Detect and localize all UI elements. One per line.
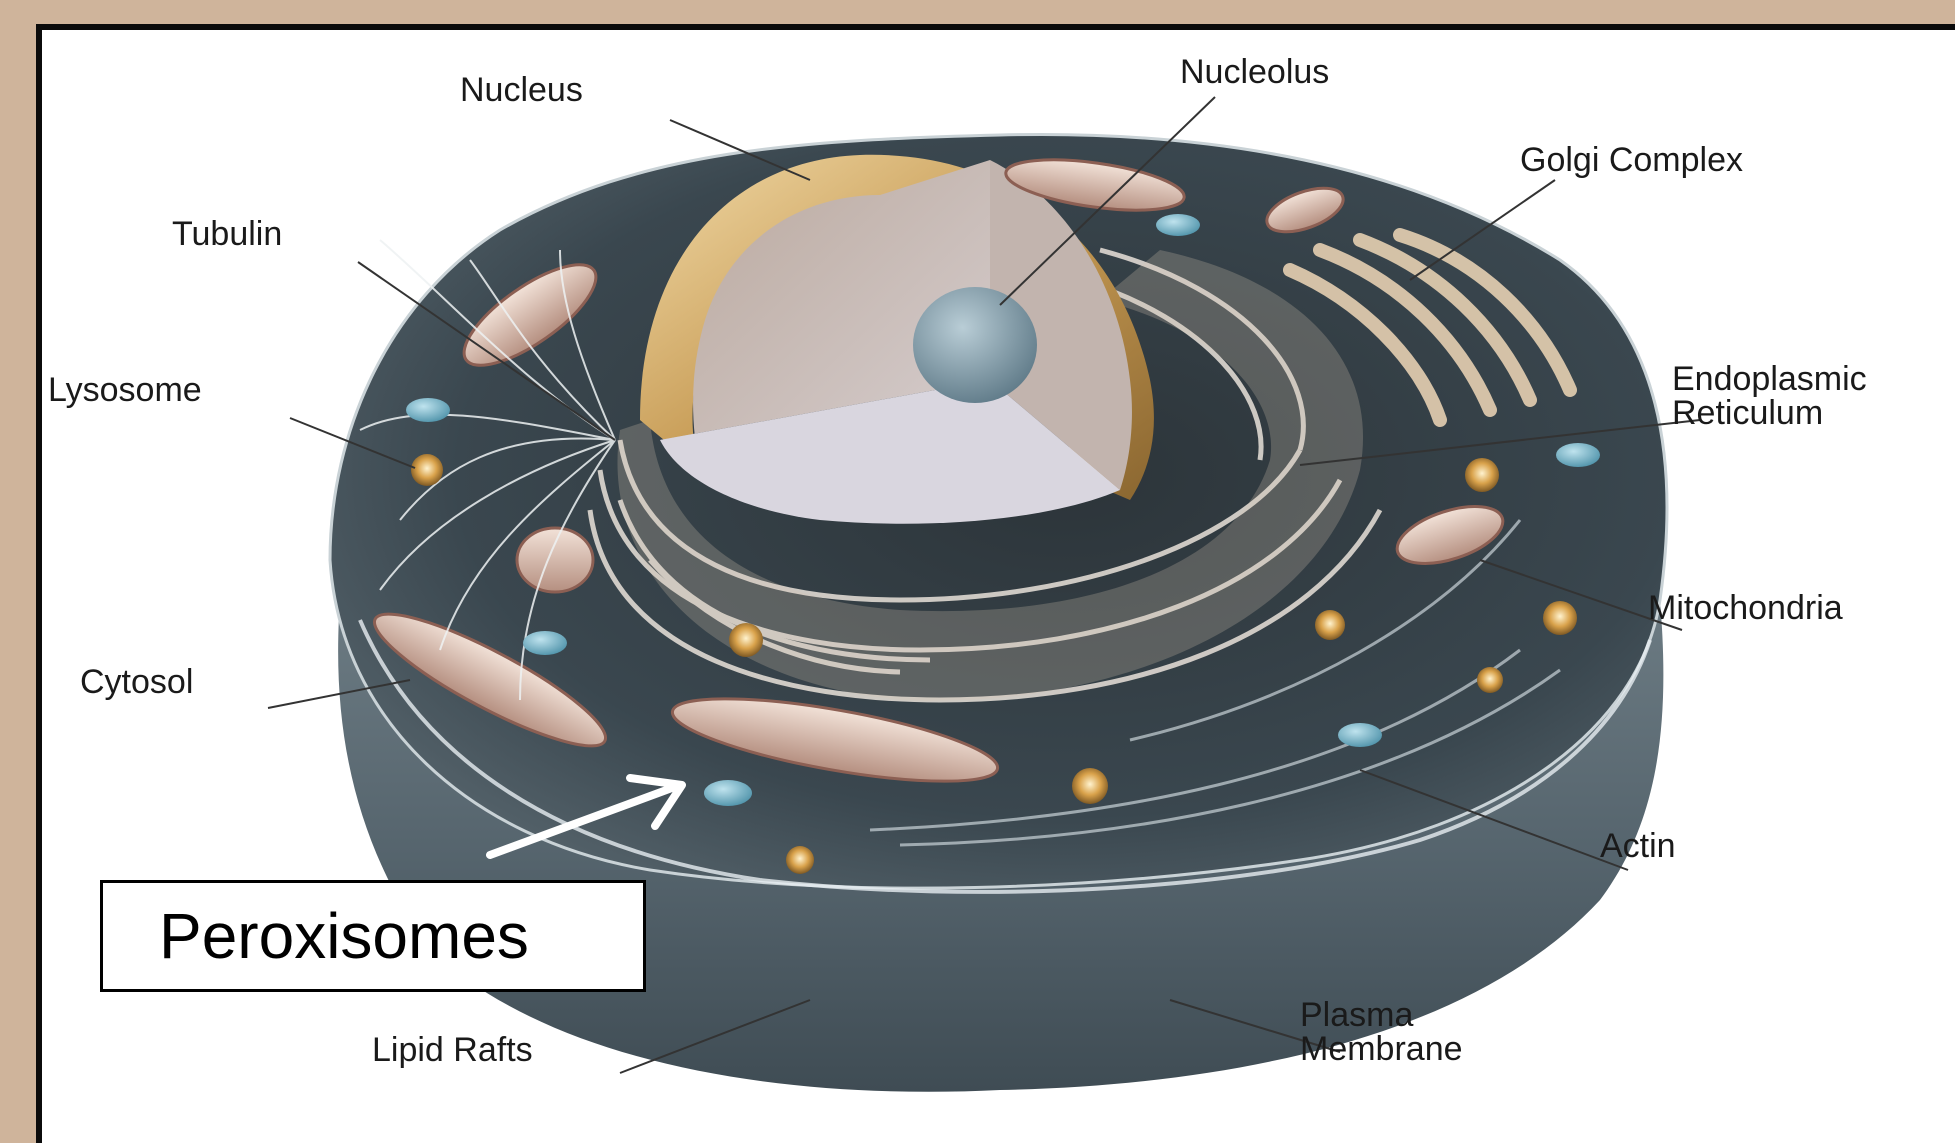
- label-golgi-complex: Golgi Complex: [1520, 142, 1743, 178]
- label-plasma-membrane: Plasma Membrane: [1300, 998, 1463, 1066]
- label-lipid-rafts: Lipid Rafts: [372, 1032, 533, 1068]
- label-cytosol: Cytosol: [80, 664, 193, 700]
- nucleolus-body: [913, 287, 1037, 403]
- peroxisomes-callout: Peroxisomes: [100, 880, 646, 992]
- label-actin: Actin: [1600, 828, 1676, 864]
- label-tubulin: Tubulin: [172, 216, 282, 252]
- diagram-frame: Nucleus Nucleolus Golgi Complex Tubulin …: [36, 24, 1955, 1143]
- label-nucleolus: Nucleolus: [1180, 54, 1329, 90]
- label-endoplasmic-reticulum: Endoplasmic Reticulum: [1672, 362, 1867, 430]
- label-lysosome: Lysosome: [48, 372, 202, 408]
- label-nucleus: Nucleus: [460, 72, 583, 108]
- label-mitochondria: Mitochondria: [1648, 590, 1843, 626]
- peroxisomes-callout-text: Peroxisomes: [159, 899, 529, 973]
